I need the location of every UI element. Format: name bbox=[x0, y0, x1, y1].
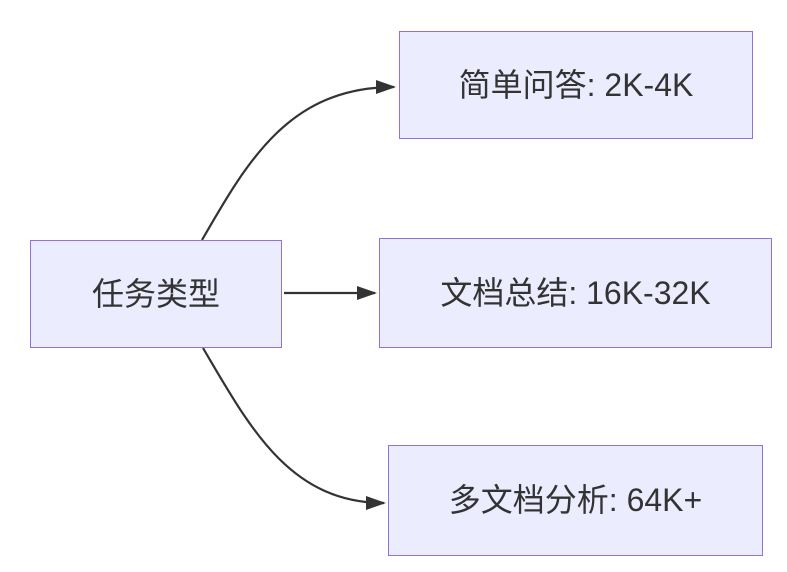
node-multidoc-analysis: 多文档分析: 64K+ bbox=[388, 445, 763, 556]
node-multidoc-analysis-label: 多文档分析: 64K+ bbox=[448, 482, 703, 519]
node-task-type: 任务类型 bbox=[30, 240, 282, 348]
node-task-type-label: 任务类型 bbox=[91, 275, 220, 312]
node-doc-summary: 文档总结: 16K-32K bbox=[379, 238, 772, 348]
node-simple-qa: 简单问答: 2K-4K bbox=[399, 31, 753, 139]
node-simple-qa-label: 简单问答: 2K-4K bbox=[458, 66, 694, 103]
edge-root-to-simple-qa bbox=[201, 80, 396, 241]
edge-root-to-multidoc-analysis bbox=[202, 347, 386, 510]
node-doc-summary-label: 文档总结: 16K-32K bbox=[440, 274, 711, 311]
